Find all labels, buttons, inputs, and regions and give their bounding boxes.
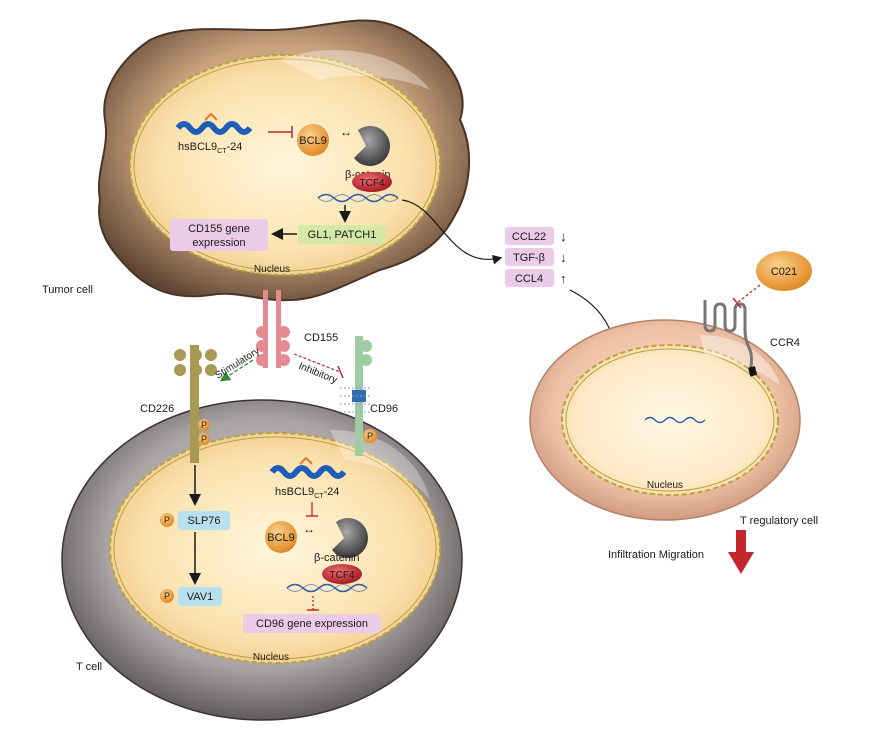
chemokine-label: CCL22 [512, 231, 546, 243]
gl1-box [298, 225, 386, 244]
chemokine-box [505, 227, 554, 245]
chemokine-box [505, 269, 554, 287]
slp76-label: SLP76 [187, 515, 220, 527]
tumor-cell: hsBCL9CT-24 BCL9 ↔ β-catenin TCF4 GL1, P… [98, 19, 470, 302]
t-tcf4-label: TCF4 [330, 570, 355, 581]
cd96-receptor: P [340, 336, 377, 456]
cd155-label: CD155 [304, 332, 338, 344]
peptide-helix-icon [175, 112, 253, 135]
vav1-box [178, 587, 222, 606]
treg-nucleus [561, 344, 779, 496]
tumor-bcl9 [297, 124, 329, 156]
stimulatory-arrow [219, 359, 254, 382]
t-cell-label: T cell [76, 661, 102, 673]
vav1-label: VAV1 [187, 591, 214, 603]
t-bcl9-label: BCL9 [267, 532, 295, 544]
chemokine-arrow: ↓ [560, 250, 567, 265]
c021-label: C021 [771, 266, 797, 278]
treg-cell: Nucleus CCR4 [529, 300, 801, 521]
t-cell-nucleus-label: Nucleus [253, 652, 289, 663]
chemokine-arrow: ↑ [560, 271, 567, 286]
cd96-p-label: P [367, 431, 373, 441]
cd96-gene-box [243, 614, 381, 633]
cd96-gene-label: CD96 gene expression [256, 618, 368, 630]
t-beta-catenin [332, 518, 368, 558]
t-bcl9 [265, 521, 297, 553]
cd155-gene-line1: CD155 gene [188, 223, 250, 235]
t-dna-icon [286, 583, 368, 593]
ccr4-label: CCR4 [770, 337, 800, 349]
cd226-p-label: P [201, 420, 207, 430]
migration-down-arrow-icon [728, 530, 754, 574]
t-peptide-label: hsBCL9CT-24 [275, 486, 339, 500]
inhibitory-line [293, 353, 341, 373]
treg-dna-icon [644, 416, 706, 424]
tumor-tcf4 [352, 172, 392, 192]
tumor-tcf4-label: TCF4 [360, 178, 385, 189]
t-cell: Nucleus [61, 399, 463, 721]
slp76-box [178, 511, 230, 530]
treg-cell-label: T regulatory cell [740, 515, 818, 527]
c021-molecule [756, 251, 812, 291]
tumor-dna-icon [317, 193, 399, 203]
treg-nucleus-label: Nucleus [647, 480, 683, 491]
secretion-arrow [401, 199, 503, 265]
chemokine-list: CCL22 ↓ TGF-β ↓ CCL4 ↑ [505, 227, 567, 287]
cd96-label: CD96 [370, 403, 398, 415]
slp76-p-label: P [164, 515, 170, 525]
migration-label: Infiltration Migration [608, 549, 704, 561]
tumor-nucleus-label: Nucleus [254, 264, 290, 275]
t-tcf4 [322, 564, 362, 584]
t-bind-arrow: ↔ [303, 522, 315, 536]
ccr4-receptor-icon [703, 300, 753, 373]
chemokine-label: TGF-β [513, 252, 545, 264]
tumor-bind-arrow: ↔ [340, 125, 352, 139]
cd155-gene-box [170, 219, 268, 251]
tumor-bcl9-label: BCL9 [299, 135, 327, 147]
cd226-p-label: P [201, 434, 207, 444]
ccl4-to-treg-arrow [569, 289, 615, 338]
chemokine-box [505, 248, 554, 266]
chemokine-arrow: ↓ [560, 229, 567, 244]
t-beta-catenin-label: β-catenin [314, 552, 359, 564]
tumor-cell-label: Tumor cell [42, 284, 93, 296]
vav1-p-label: P [164, 591, 170, 601]
t-peptide-helix-icon [269, 456, 347, 479]
tumor-beta-catenin [354, 126, 390, 166]
stimulatory-label: Stimulatory [213, 346, 261, 382]
cd226-receptor: P P [174, 345, 217, 463]
gl1-label: GL1, PATCH1 [308, 229, 377, 241]
cd155-gene-line2: expression [192, 237, 245, 249]
tumor-peptide-label: hsBCL9CT-24 [178, 141, 242, 155]
chemokine-label: CCL4 [515, 273, 543, 285]
cd226-label: CD226 [140, 403, 174, 415]
cd155-receptor [256, 290, 290, 368]
inhibitory-label: Inhibitory [297, 361, 339, 386]
c021-inhibition-line [736, 284, 761, 304]
